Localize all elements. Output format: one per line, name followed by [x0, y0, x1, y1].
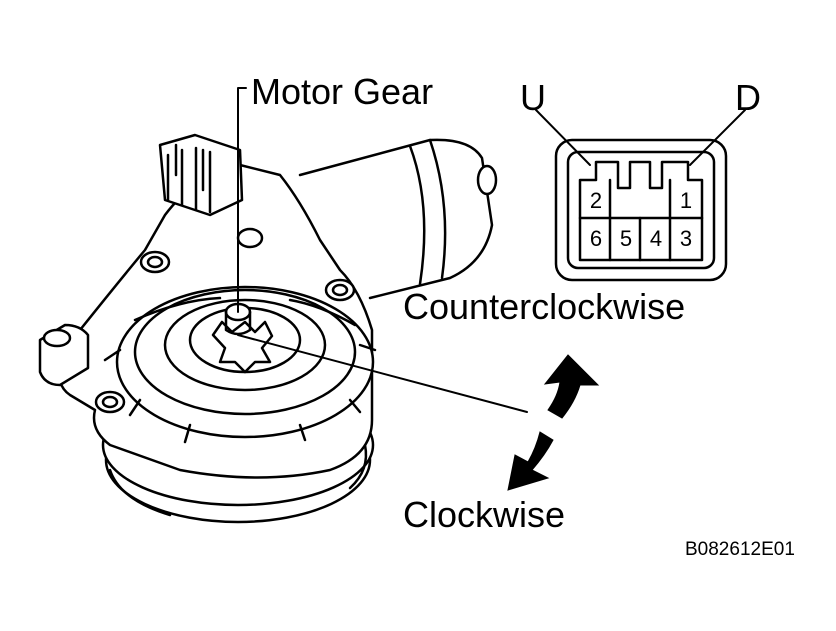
connector-pin-1: 1: [679, 188, 693, 213]
motor-gear: [211, 302, 274, 374]
connector-pin-2: 2: [589, 188, 603, 213]
connector-face: [535, 109, 746, 282]
motor-gear-label: Motor Gear: [251, 71, 434, 112]
figure-code: B082612E01: [685, 539, 795, 560]
connector-pin-5: 5: [619, 226, 633, 251]
motor-body: [298, 138, 498, 300]
gear-housing: [38, 133, 377, 524]
gear-pointer-line: [237, 334, 528, 413]
terminal-d-label: D: [735, 77, 761, 118]
rotation-arrows: [507, 354, 600, 491]
connector-pin-6: 6: [589, 226, 603, 251]
motor-gear-leader: [237, 87, 247, 313]
clockwise-label: Clockwise: [403, 494, 566, 535]
counterclockwise-label: Counterclockwise: [403, 286, 686, 327]
counterclockwise-arrow-icon: [543, 354, 600, 419]
connector-pin-3: 3: [679, 226, 693, 251]
terminal-u-label: U: [520, 77, 546, 118]
clockwise-arrow-icon: [507, 431, 554, 491]
connector-pin-4: 4: [649, 226, 663, 251]
